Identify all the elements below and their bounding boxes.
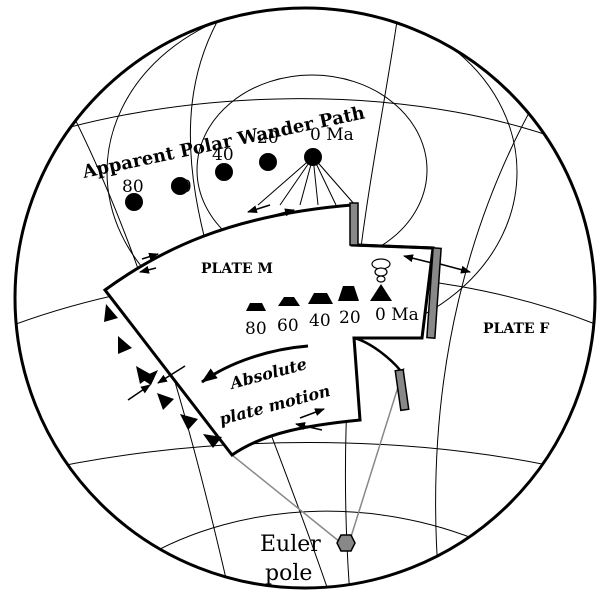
- shear-arrow: [248, 205, 270, 212]
- euler-pole-icon: [337, 535, 355, 551]
- hotspot-label-20: 20: [339, 308, 361, 328]
- pole-0-ma: [304, 148, 322, 166]
- hotspot-label-40: 40: [309, 311, 331, 331]
- plate-f-label: PLATE F: [483, 321, 549, 337]
- ridge-segment: [350, 203, 358, 245]
- transform-fault: [354, 338, 400, 370]
- pole-label-40: 40: [212, 145, 234, 165]
- pole-label-20: 20: [257, 128, 279, 148]
- pole-label-0-ma: 0 Ma: [310, 125, 354, 145]
- euler-pole-label-2: pole: [265, 561, 312, 586]
- plate-m: [105, 205, 433, 455]
- euler-pole-label-1: Euler: [260, 532, 321, 557]
- convergence-arrow: [128, 385, 150, 400]
- pole-label-80: 80: [122, 177, 144, 197]
- plate-m-label: PLATE M: [201, 261, 273, 277]
- pole-20: [259, 153, 277, 171]
- hotspot-label-0-ma: 0 Ma: [375, 305, 419, 325]
- pole-label-60: 60: [170, 177, 192, 197]
- hotspot-label-60: 60: [277, 316, 299, 336]
- pole-40: [215, 163, 233, 181]
- divergence-arrow: [440, 264, 470, 272]
- hotspot-label-80: 80: [245, 319, 267, 339]
- ridge-segment: [395, 370, 408, 411]
